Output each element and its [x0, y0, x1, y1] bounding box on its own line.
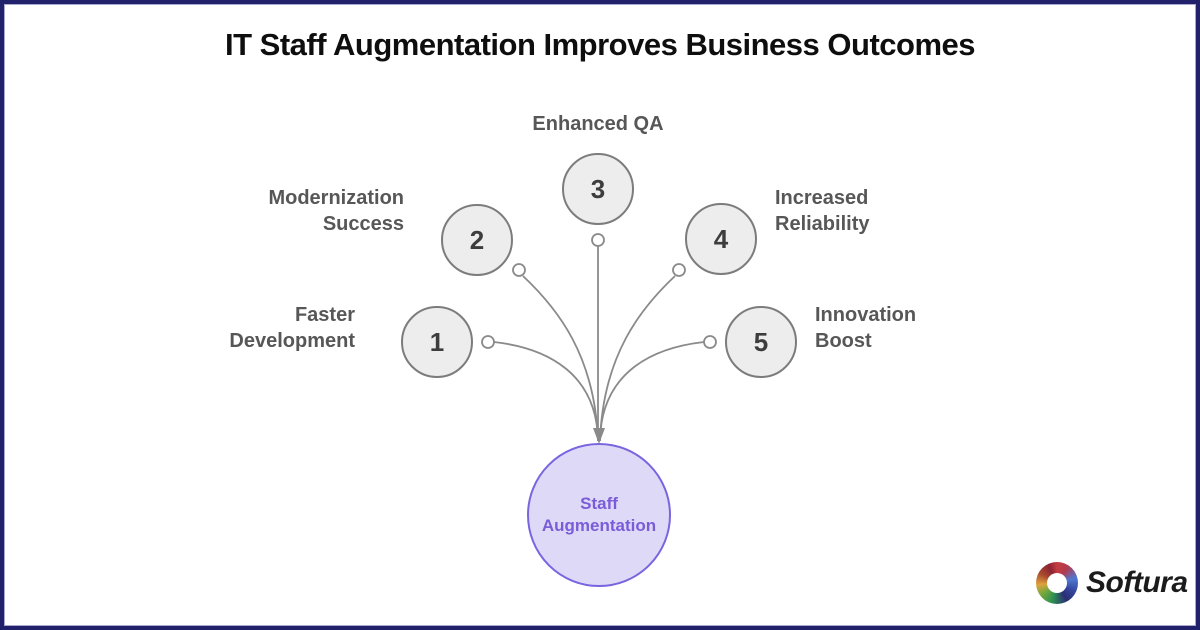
connector-dot-5	[703, 335, 717, 349]
node-circle-3: 3	[562, 153, 634, 225]
softura-swirl-icon	[1036, 562, 1078, 604]
node-number-4: 4	[713, 223, 729, 254]
connector-line-1	[493, 341, 599, 442]
connector-line-5	[599, 341, 705, 442]
node-circle-5: 5	[725, 306, 797, 378]
connector-line-4	[599, 275, 676, 442]
node-circle-1: 1	[401, 306, 473, 378]
node-label-increased-reliability: Increased Reliability	[775, 187, 870, 235]
node-label-modernization-success: Modernization Success	[268, 187, 404, 235]
connector-dot-2	[512, 263, 526, 277]
node-number-3: 3	[590, 173, 606, 204]
connector-arrowhead	[593, 428, 605, 444]
connector-dot-4	[672, 263, 686, 277]
page-title: IT Staff Augmentation Improves Business …	[225, 27, 976, 62]
node-number-2: 2	[469, 224, 485, 255]
node-circle-2: 2	[441, 204, 513, 276]
node-label-innovation-boost: Innovation Boost	[815, 304, 917, 352]
softura-logo: Softura	[1036, 562, 1188, 604]
node-number-5: 5	[753, 326, 769, 357]
softura-logo-text: Softura	[1086, 566, 1188, 599]
connector-dot-3	[591, 233, 605, 247]
node-circle-4: 4	[685, 203, 757, 275]
node-label-faster-development: Faster Development	[229, 304, 355, 352]
node-label-enhanced-qa: Enhanced QA	[532, 113, 664, 135]
connector-dot-1	[481, 335, 495, 349]
connector-line-2	[522, 275, 599, 442]
node-number-1: 1	[429, 326, 445, 357]
center-node-staff-augmentation: Staff Augmentation	[527, 443, 671, 587]
